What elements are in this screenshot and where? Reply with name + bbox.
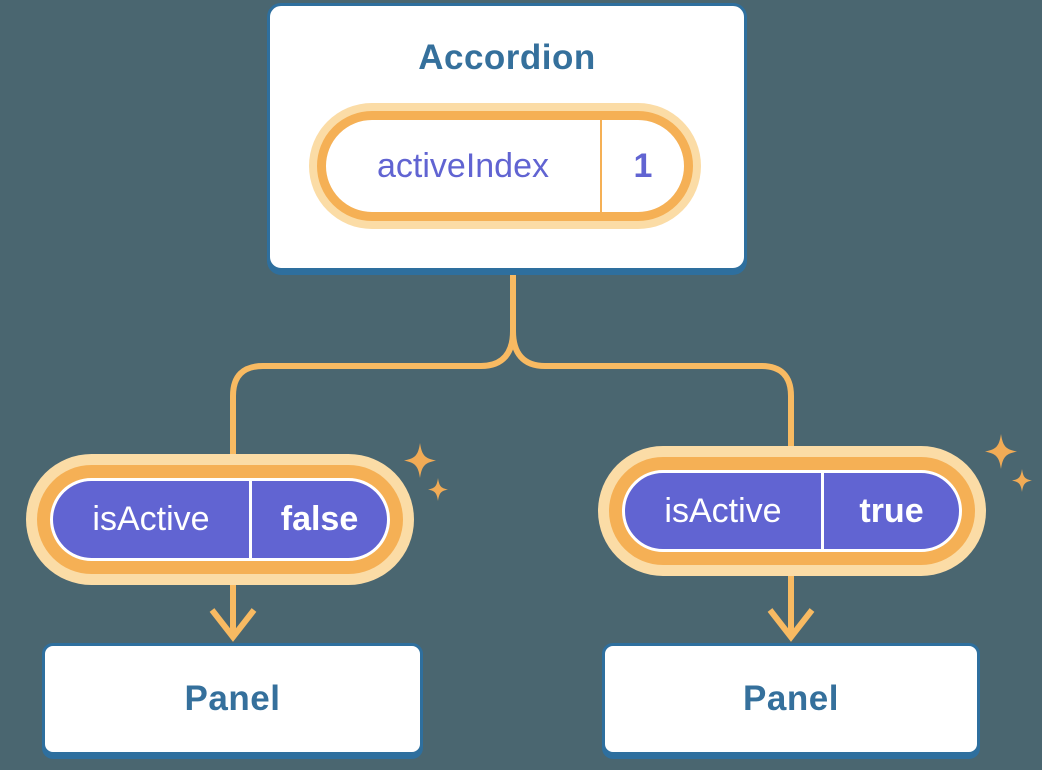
panel-box-right: Panel <box>602 643 980 755</box>
component-title: Accordion <box>418 38 596 77</box>
sparkle-icon <box>1012 469 1032 492</box>
state-name: activeIndex <box>377 146 549 185</box>
prop-value: true <box>859 491 924 530</box>
arrow-left-head <box>209 608 257 642</box>
prop-pill-isactive-false: isActive false <box>50 478 390 561</box>
pill-divider <box>600 120 602 212</box>
connector-branch-right <box>510 330 794 446</box>
prop-name: isActive <box>664 491 782 530</box>
prop-pill-isactive-true: isActive true <box>622 470 962 552</box>
state-value: 1 <box>633 146 653 185</box>
state-pill-activeindex: activeIndex 1 <box>317 111 693 221</box>
arrow-right-head <box>767 608 815 642</box>
pill-divider <box>821 473 824 549</box>
panel-box-left: Panel <box>42 643 423 755</box>
sparkle-icon <box>428 478 448 501</box>
connector-branch-left <box>230 330 516 454</box>
sparkle-icon <box>985 434 1017 469</box>
sparkle-icon <box>404 443 436 478</box>
prop-name: isActive <box>92 500 210 538</box>
prop-value: false <box>280 500 359 538</box>
panel-title: Panel <box>184 679 281 718</box>
panel-title: Panel <box>743 679 839 718</box>
pill-divider <box>249 481 252 558</box>
